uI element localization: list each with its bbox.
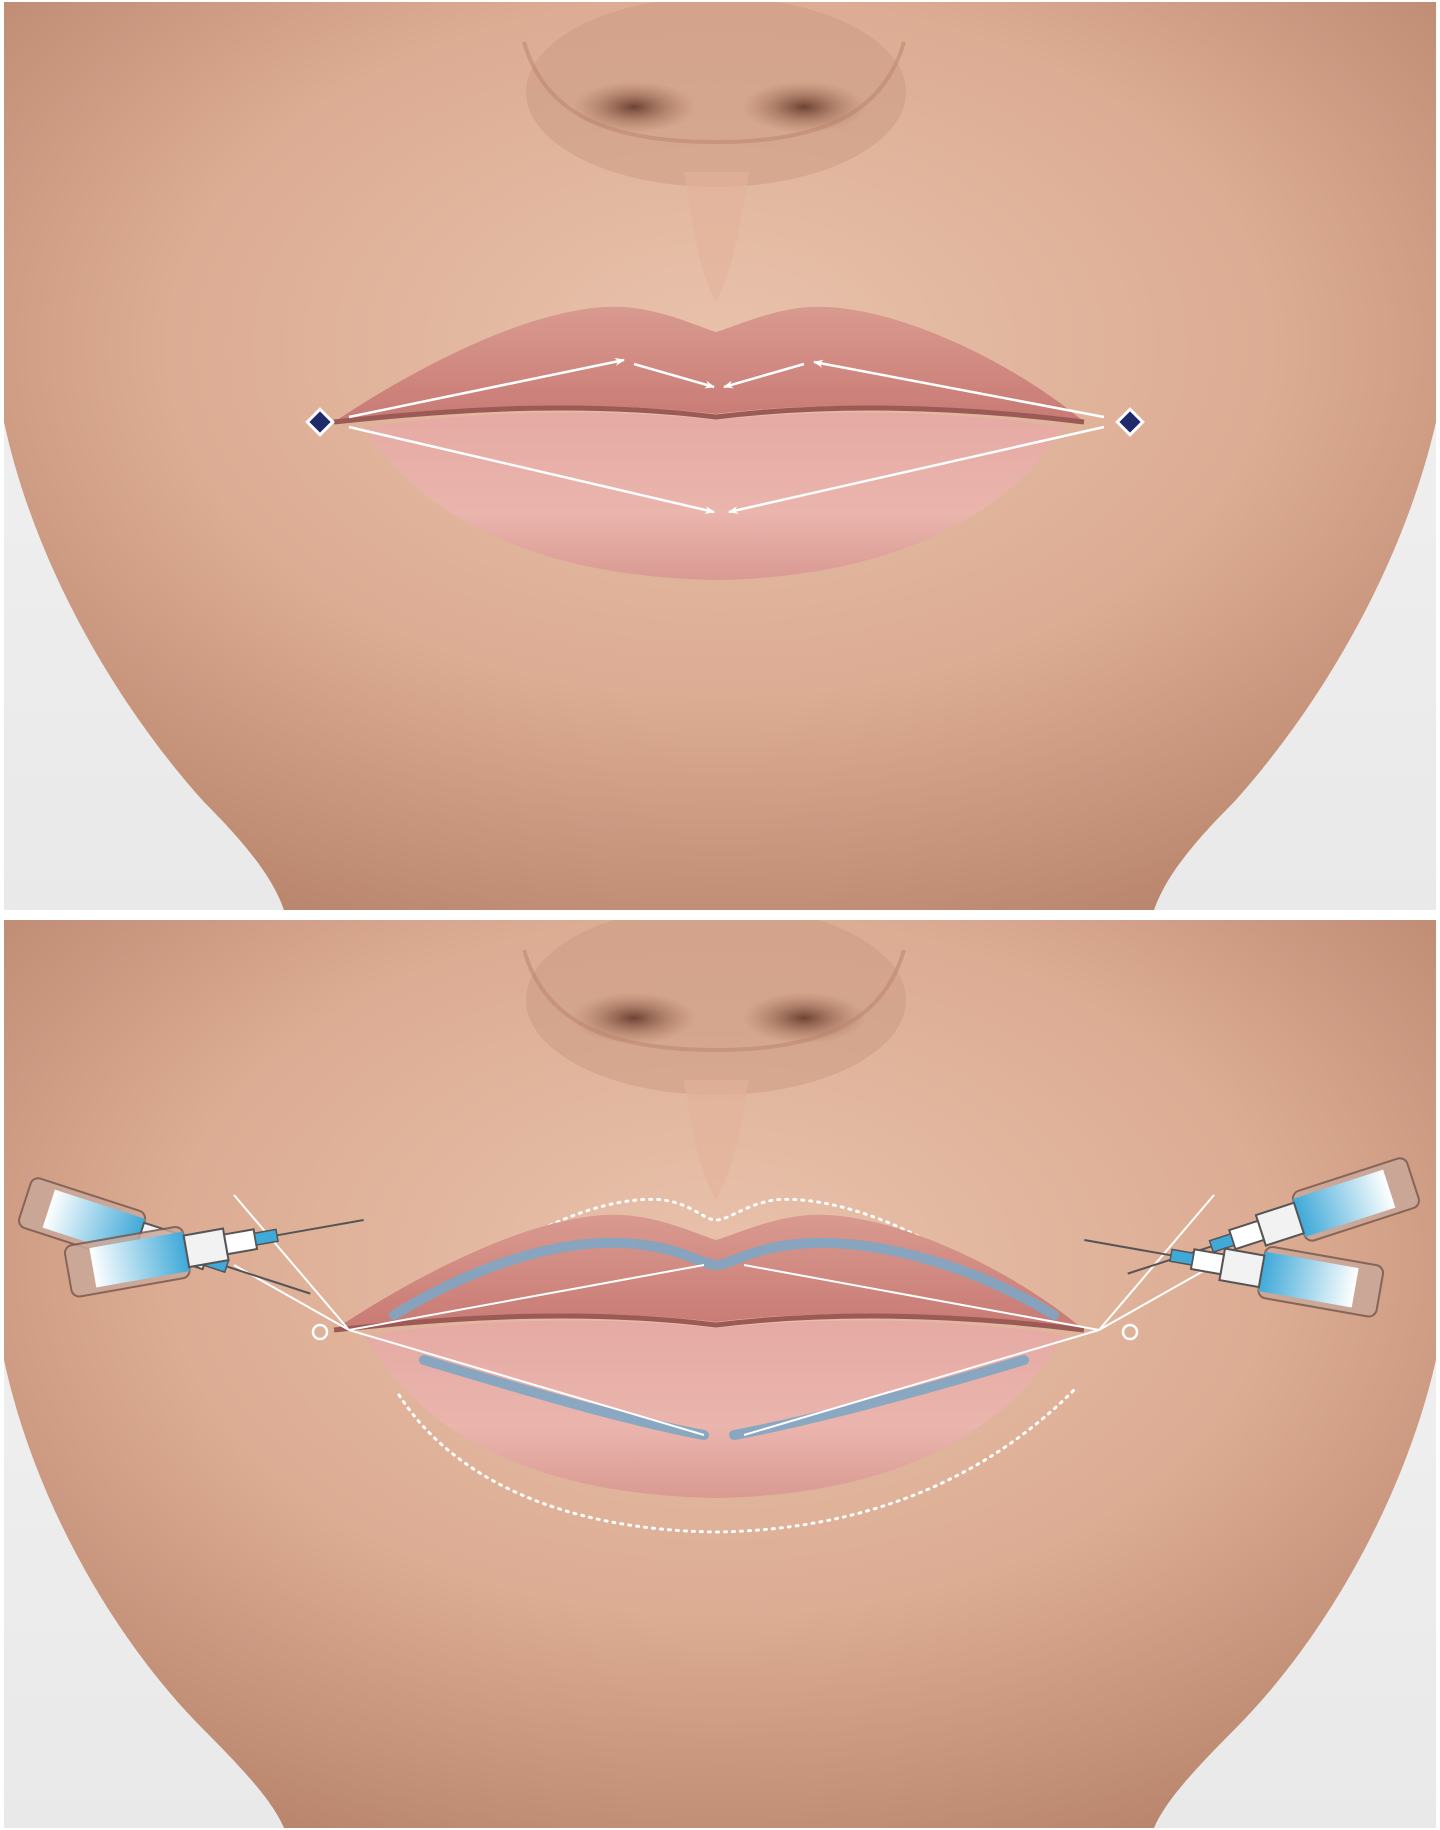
face-illustration-top xyxy=(4,2,1436,910)
panel-top-injection-directions xyxy=(4,2,1436,910)
panel-bottom-filler-placement xyxy=(4,920,1436,1828)
panel-divider xyxy=(0,910,1440,920)
face-illustration-bottom xyxy=(4,920,1436,1828)
